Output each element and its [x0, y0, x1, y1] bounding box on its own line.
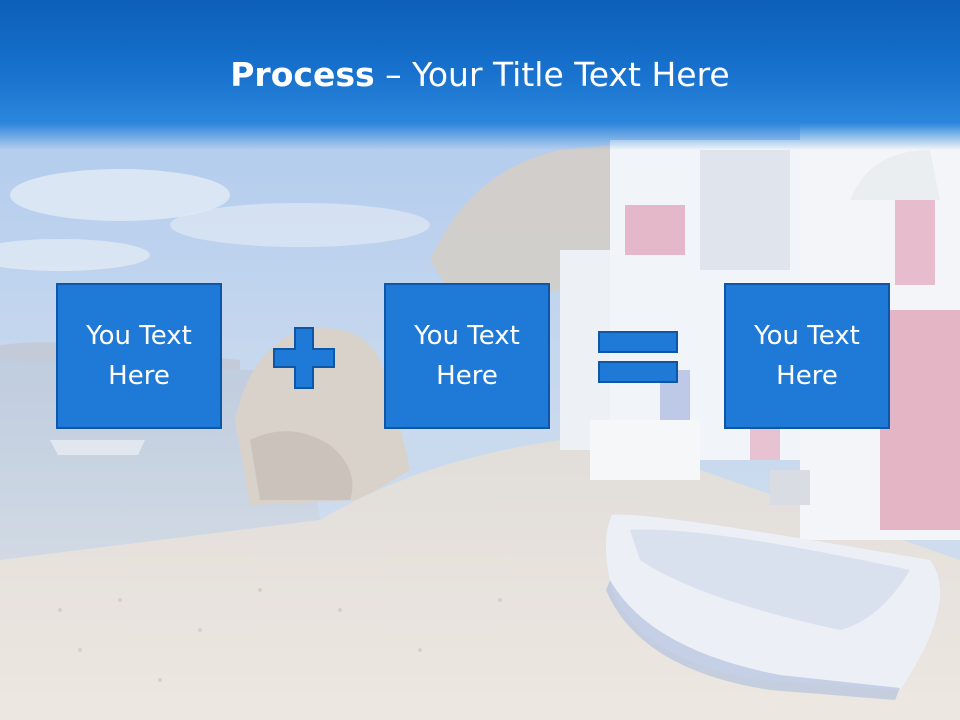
process-box-3[interactable]: You Text Here	[724, 283, 890, 429]
process-box-1[interactable]: You Text Here	[56, 283, 222, 429]
process-box-2[interactable]: You Text Here	[384, 283, 550, 429]
title-bar	[0, 0, 960, 150]
process-box-1-text: You Text Here	[86, 321, 192, 391]
process-box-3-text: You Text Here	[754, 321, 860, 391]
equals-icon	[598, 331, 678, 383]
plus-icon	[273, 327, 335, 389]
title-bold: Process	[230, 55, 375, 94]
title-rest: – Your Title Text Here	[374, 55, 730, 94]
process-box-2-text: You Text Here	[414, 321, 520, 391]
slide-title: Process – Your Title Text Here	[0, 54, 960, 96]
